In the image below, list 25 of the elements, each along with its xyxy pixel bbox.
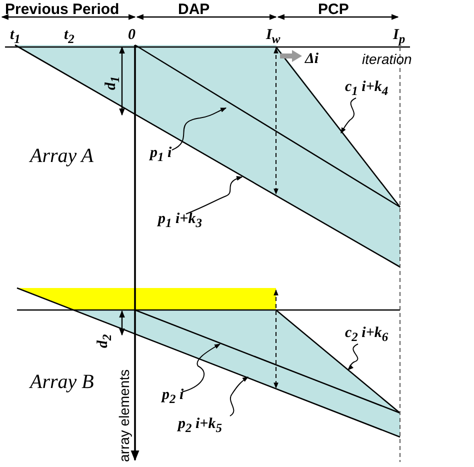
tick-label: 0 xyxy=(128,28,136,43)
delta-label: Δi xyxy=(305,52,319,67)
tick-label: I$_{p}$ xyxy=(393,28,406,46)
axis-label: array elements xyxy=(117,369,131,462)
formula-label: p$_{1}$ i+k$_{3}$ xyxy=(158,212,202,230)
formula-label: p$_{2}$ i xyxy=(162,388,184,406)
leader-line xyxy=(340,98,356,134)
period-label: PCP xyxy=(318,2,349,17)
leader-line xyxy=(348,344,358,370)
leader-line xyxy=(230,376,248,416)
leader-line xyxy=(186,176,243,214)
tick-label: I$_{w}$ xyxy=(266,28,280,46)
axis-label: iteration xyxy=(362,52,412,66)
array-label: Array A xyxy=(30,146,94,166)
tick-label: t$_{1}$ xyxy=(10,28,20,46)
leader-line xyxy=(172,108,227,150)
leader-line xyxy=(182,344,221,392)
formula-label: c$_{1}$ i+k$_{4}$ xyxy=(345,80,388,98)
period-label: Previous Period xyxy=(5,2,120,17)
formula-label: p$_{1}$ i xyxy=(150,146,172,164)
formula-label: c$_{2}$ i+k$_{6}$ xyxy=(345,326,388,344)
formula-label: p$_{2}$ i+k$_{5}$ xyxy=(178,417,222,434)
tick-label: t$_{2}$ xyxy=(64,28,74,46)
period-label: DAP xyxy=(178,2,210,17)
array-label: Array B xyxy=(30,372,94,392)
